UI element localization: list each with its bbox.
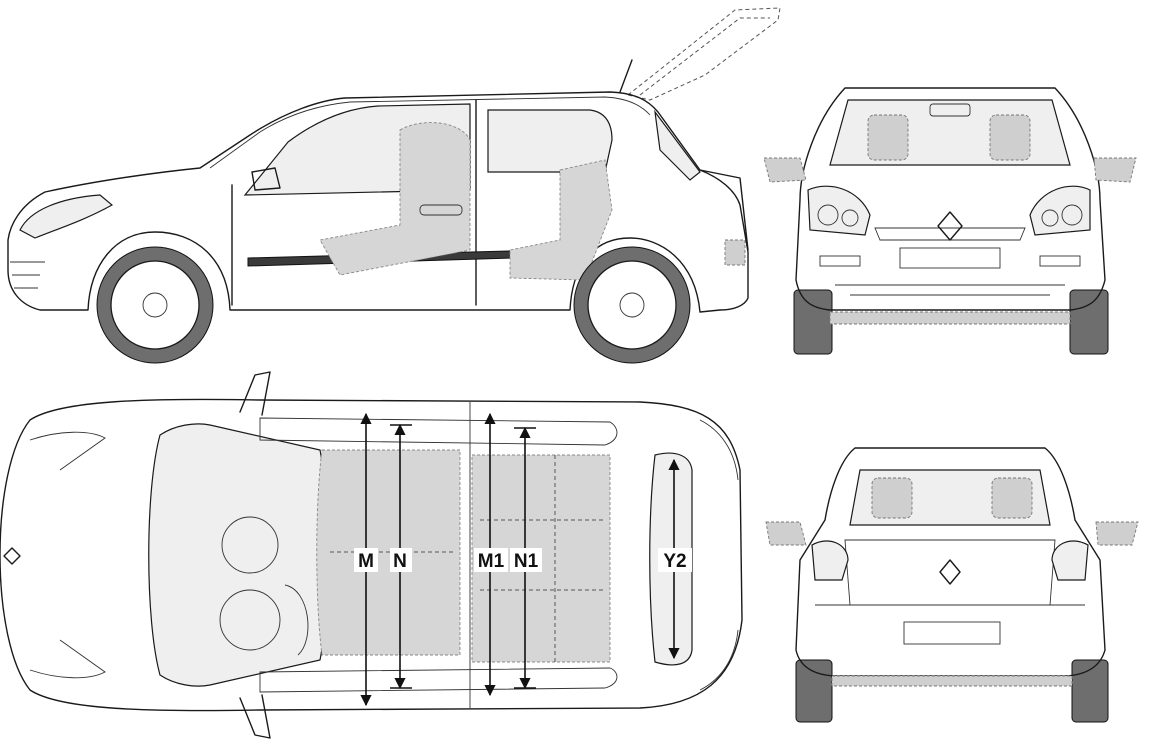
- front-plate: [899, 247, 1001, 269]
- dimension-label-M: M: [358, 551, 374, 572]
- car-body-side: [7, 91, 749, 313]
- left-headlight: [807, 185, 871, 236]
- tailgate: [844, 539, 1056, 606]
- rear-right-mirror: [1095, 521, 1139, 546]
- right-headlight: [1029, 185, 1091, 236]
- rear-left-mirror: [765, 521, 807, 546]
- rear-body: [795, 447, 1106, 677]
- renault-logo-front: [937, 211, 963, 241]
- interior-seat-ghost: [319, 122, 471, 276]
- dimension-label-N1: N1: [514, 551, 539, 572]
- open-tailgate-outline: [626, 7, 781, 101]
- renault-logo-rear: [939, 559, 961, 585]
- lower-grille: [835, 284, 1065, 296]
- renault-logo-top: [3, 547, 21, 565]
- side-view: [7, 7, 781, 364]
- rear-headrest-ghost: [871, 477, 913, 519]
- front-right-tire: [1069, 289, 1109, 355]
- front-body: [795, 87, 1106, 311]
- steering-wheel-top: [284, 584, 309, 656]
- dimension-label-Y2: Y2: [663, 551, 686, 572]
- dimension-label-M1: M1: [478, 551, 505, 572]
- rear-left-light: [811, 540, 849, 581]
- front-view: [763, 87, 1137, 355]
- rear-underbody: [831, 675, 1073, 687]
- top-windshield: [148, 423, 329, 687]
- windshield: [829, 99, 1071, 166]
- rear-quarter-glass: [654, 109, 701, 181]
- front-wheel-side: [96, 246, 214, 364]
- tail-light-side: [724, 239, 746, 266]
- front-left-tire: [793, 289, 833, 355]
- rear-view: [765, 447, 1139, 723]
- door-handle: [419, 204, 463, 216]
- rear-left-tire: [795, 659, 833, 723]
- right-mirror: [1093, 157, 1137, 183]
- headlight-side: [19, 194, 114, 239]
- top-view: M N M1 N1 Y2: [0, 371, 743, 739]
- rear-plate: [903, 621, 1001, 645]
- top-body-outline: [0, 398, 743, 712]
- antenna: [619, 59, 633, 93]
- rear-right-light: [1051, 540, 1089, 581]
- left-mirror: [763, 157, 807, 183]
- top-left-mirror: [239, 371, 271, 416]
- rear-view-mirror: [929, 103, 971, 117]
- rear-door-window: [487, 109, 613, 173]
- front-seat-ghost: [867, 114, 909, 161]
- dimension-label-N: N: [393, 551, 407, 572]
- upper-grille: [874, 227, 1026, 241]
- rear-wheel-side: [573, 246, 691, 364]
- side-mirror: [251, 167, 281, 191]
- top-right-mirror: [239, 694, 271, 739]
- rear-right-tire: [1071, 659, 1109, 723]
- front-underbody: [829, 311, 1071, 325]
